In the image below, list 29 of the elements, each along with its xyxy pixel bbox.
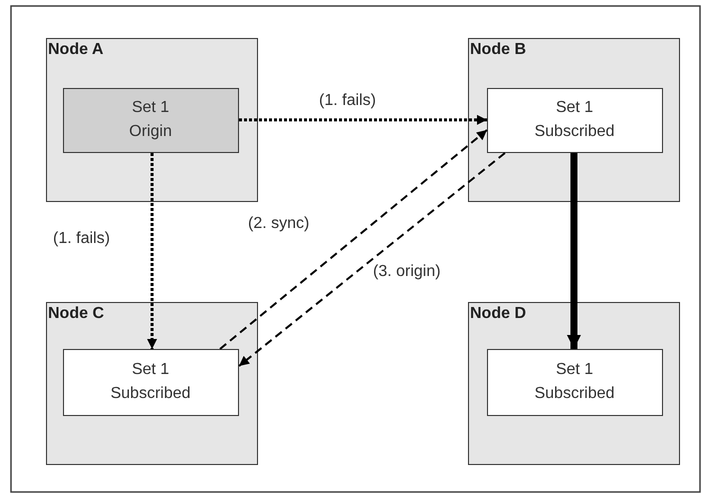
node-box xyxy=(468,302,680,465)
set-label: Subscribed xyxy=(534,384,615,404)
node-title: Node C xyxy=(48,305,104,323)
set-box xyxy=(486,88,662,152)
edge-label: (2. sync) xyxy=(247,215,310,233)
set-box xyxy=(62,88,238,152)
set-label: Set 1 xyxy=(556,98,594,118)
node-box xyxy=(46,302,258,465)
arrow xyxy=(566,153,581,349)
arrow xyxy=(239,114,487,125)
set-box xyxy=(62,348,238,416)
edge-label: (1. fails) xyxy=(318,92,377,110)
set-label: Set 1 xyxy=(132,98,170,118)
set-label: Set 1 xyxy=(556,360,594,380)
set-label: Origin xyxy=(129,122,172,142)
node-title: Node B xyxy=(470,41,526,59)
arrow xyxy=(219,129,488,350)
node-title: Node D xyxy=(470,305,526,323)
set-label: Set 1 xyxy=(132,360,170,380)
node-box xyxy=(468,38,680,202)
set-label: Subscribed xyxy=(534,122,615,142)
edge-label: (1. fails) xyxy=(52,230,111,248)
node-title: Node A xyxy=(48,41,104,59)
edge-label: (3. origin) xyxy=(372,263,442,281)
arrow xyxy=(147,153,158,349)
node-box xyxy=(46,38,258,202)
set-box xyxy=(486,348,662,416)
arrow xyxy=(238,152,506,367)
set-label: Subscribed xyxy=(110,384,191,404)
